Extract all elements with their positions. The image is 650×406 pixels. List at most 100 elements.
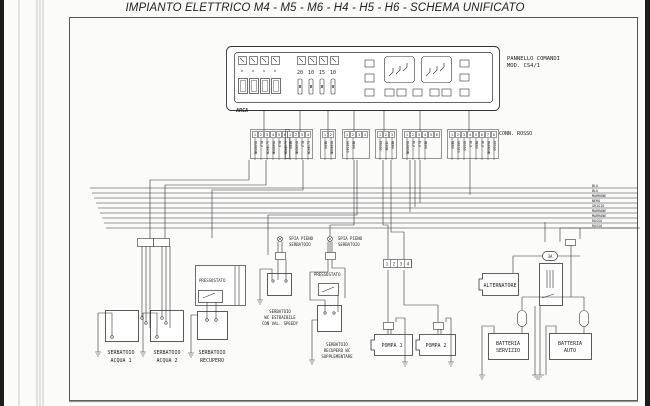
connector-pin: 5: [475, 133, 477, 137]
panel-icons-left: [238, 56, 280, 65]
connector-pin: 1: [254, 133, 256, 137]
tank-acqua-1: SERBATOIO ACQUA 1: [95, 238, 154, 364]
panel-name-line2: MOD. CS4/1: [507, 63, 540, 69]
tank-acqua-2: SERBATOIO ACQUA 2: [140, 238, 184, 364]
wire-color-label: BLU: [481, 141, 485, 147]
cross-box-icon-glyph: [272, 57, 278, 63]
wire-color-label: MARRONE: [487, 141, 491, 155]
switch-icon: [388, 63, 408, 77]
panel-brand: ARCA: [235, 108, 248, 114]
level-display: [249, 78, 259, 94]
alternator: [478, 273, 519, 296]
connector-pin: 2: [260, 133, 262, 137]
panel-button-icon: [364, 59, 375, 68]
battery-servizio-line1: BATTERIA: [496, 341, 520, 347]
battery-auto-line2: AUTO: [564, 348, 576, 354]
gauge-value: 15: [319, 70, 325, 76]
pump-2: POMPA 2: [415, 317, 456, 367]
cross-box-icon-glyph: [331, 57, 337, 63]
recupero-switch-label: PRESSOSTATO: [199, 278, 226, 283]
panel-button-icon: [441, 88, 452, 97]
battery-servizio: [488, 333, 529, 360]
pump-1: POMPA 1: [370, 317, 413, 367]
wcr-lamp-line2: SERBATOIO: [338, 242, 360, 247]
panel-button-icon: [429, 88, 440, 97]
bus-wire-label: GRIGIO: [592, 204, 604, 208]
wire-color-label: ROSSO: [379, 141, 383, 151]
wc-lamp-line1: SPIA PIENO: [289, 236, 314, 241]
tank-wc-estraibile: SPIA PIENO SERBATOIO SERBATOIO WC ESTRAI…: [257, 236, 314, 326]
bus-wire-label: ROSSO: [592, 219, 602, 223]
tools-icon-glyph: [250, 57, 256, 63]
battery-connector: [565, 239, 576, 246]
bus-wire-label: BLU: [592, 189, 598, 193]
connector-pin: 2: [295, 133, 297, 137]
bus-wire-label: MARRONE: [592, 194, 606, 198]
panel-name-line1: PANNELLO COMANDI: [507, 56, 560, 62]
bus-wire-label: BLU: [592, 184, 598, 188]
wcr-label-line2: RECUPERO WC: [324, 348, 351, 353]
connector-pin: 3: [400, 262, 403, 267]
wire-color-label: MARRONE: [406, 141, 410, 155]
wrench-icon-glyph: [261, 57, 267, 63]
panel-button-icon: [412, 88, 423, 97]
tank1-label-line2: ACQUA 1: [110, 358, 131, 364]
connector-pin: 1: [346, 133, 348, 137]
level-display: [238, 78, 248, 94]
bus-wire-label: ROSSO: [592, 224, 602, 228]
water-tank-icon-glyph: [298, 57, 304, 63]
connector-pin: 3: [266, 133, 268, 137]
wire-color-label: MARRONE: [272, 141, 276, 155]
indicator-led: [274, 70, 276, 72]
indicator-led: [263, 70, 265, 72]
tank2-label-line2: ACQUA 2: [156, 358, 177, 364]
connector-pin: 6: [436, 133, 438, 137]
connector-pin: 3: [418, 133, 420, 137]
connector-pin: 7: [487, 133, 489, 137]
panel-inner: [234, 52, 493, 103]
drawing-frame: [69, 17, 638, 401]
connector-pin: 1: [406, 133, 408, 137]
battery-fuse-icon: [517, 310, 527, 327]
panel-button-icon: [384, 88, 395, 97]
wcr-lamp-line1: SPIA PIENO: [338, 236, 363, 241]
wire-color-label: MARRONE: [295, 141, 299, 155]
connector-pin: 1: [451, 133, 453, 137]
wire-color-label: MARRONE: [330, 141, 334, 155]
connector-pin: 4: [272, 133, 274, 137]
pump2-label: POMPA 2: [425, 343, 446, 349]
recupero-label-line2: RECUPERO: [200, 358, 224, 364]
tools-icon-glyph: [309, 57, 315, 63]
connector-pin: 5: [430, 133, 432, 137]
switch-icon: [425, 63, 445, 77]
binding-lines: [18, 0, 44, 406]
wc-label-line3: CON VAL. SPEEDY: [262, 321, 299, 326]
connector-pin: 6: [284, 133, 286, 137]
relay: [539, 263, 563, 306]
wire-color-label: G/VERDE: [266, 141, 270, 155]
panel-switch-group: [421, 56, 452, 83]
fuse-icon: [542, 251, 558, 261]
bus-wire-label: MARRONE: [592, 209, 606, 213]
wcr-label-line1: SERBATOIO: [326, 342, 348, 347]
wire-color-label: NERO: [289, 141, 293, 149]
panel-button-icon: [364, 88, 375, 97]
gauge-value: 10: [308, 70, 314, 76]
panel-button-icon: [459, 88, 470, 97]
panel-button-icon: [459, 59, 470, 68]
gauge-value: 10: [330, 70, 336, 76]
connector-pin: 3: [301, 133, 303, 137]
panel-button-icon: [459, 73, 470, 82]
conn-rosso-label: CONN. ROSSO: [499, 131, 532, 137]
wire-color-label: MARRONE: [254, 141, 258, 155]
charging-circuit: ALTERNATORE 3A BATTERIA SERVIZIO BATTERI…: [478, 228, 592, 380]
fuse-label: 3A: [548, 254, 553, 259]
battery-servizio-line2: SERVIZIO: [496, 348, 520, 354]
